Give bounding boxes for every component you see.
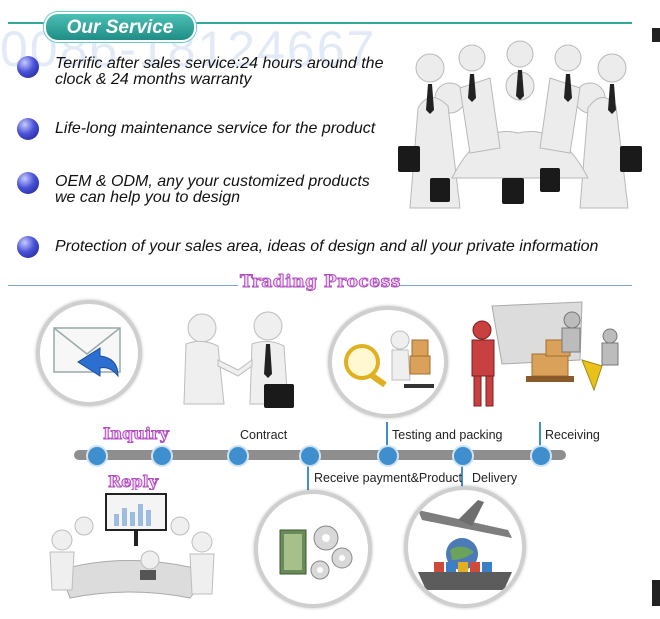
service-item-3-line1: OEM & ODM, any your customized products bbox=[55, 173, 370, 190]
step-reply-label: Reply bbox=[107, 472, 159, 492]
inquiry-circle bbox=[36, 300, 142, 406]
payment-circle bbox=[254, 490, 372, 608]
handshake-illustration bbox=[164, 304, 308, 416]
step-testing-label: Testing and packing bbox=[392, 428, 503, 442]
step-inquiry-label: Inquiry bbox=[103, 424, 170, 444]
service-item-3-line2: we can help you to design bbox=[55, 189, 241, 206]
meeting-illustration bbox=[40, 490, 220, 612]
money-gears-icon bbox=[279, 525, 353, 580]
timeline-dot-payment bbox=[299, 445, 321, 467]
delivery-circle bbox=[404, 486, 526, 608]
trading-divider-left bbox=[8, 285, 238, 286]
service-item-4: Protection of your sales area, ideas of … bbox=[55, 238, 599, 255]
step-delivery-label: Delivery bbox=[472, 471, 518, 485]
bullet-icon bbox=[17, 118, 39, 140]
trading-divider-right bbox=[396, 285, 632, 286]
timeline-dot-testing bbox=[377, 445, 399, 467]
payment-connector bbox=[307, 460, 309, 490]
service-item-1: Terrific after sales service:24 hours ar… bbox=[55, 56, 383, 88]
teamwork-illustration bbox=[398, 40, 642, 209]
our-service-tab: Our Service bbox=[44, 12, 196, 42]
testing-connector bbox=[386, 422, 388, 446]
timeline-dot-receiving bbox=[530, 445, 552, 467]
edge-mark bbox=[652, 580, 660, 606]
bullet-icon bbox=[17, 56, 39, 78]
magnifier-testing-icon bbox=[344, 330, 434, 388]
service-item-1-line2: clock & 24 months warranty bbox=[55, 71, 252, 88]
bullet-icon bbox=[17, 236, 39, 258]
testing-circle bbox=[328, 306, 448, 418]
trading-process-title: Trading Process bbox=[240, 272, 401, 293]
section-title: Our Service bbox=[66, 17, 174, 38]
email-icon bbox=[53, 327, 121, 378]
header-divider bbox=[8, 22, 632, 24]
step-receiving-label: Receiving bbox=[545, 428, 600, 442]
step-payment-label: Receive payment&Product bbox=[314, 471, 462, 485]
bullet-icon bbox=[17, 172, 39, 194]
delivery-connector bbox=[461, 460, 463, 490]
service-item-1-line1: Terrific after sales service:24 hours ar… bbox=[55, 55, 384, 72]
timeline-dot-delivery bbox=[452, 445, 474, 467]
receiving-illustration bbox=[462, 300, 630, 418]
timeline-dot-inquiry bbox=[86, 445, 108, 467]
timeline-dot-reply bbox=[151, 445, 173, 467]
logistics-icon bbox=[418, 500, 512, 590]
step-contract-label: Contract bbox=[240, 428, 288, 442]
service-item-3: OEM & ODM, any your customized products … bbox=[55, 174, 370, 206]
receiving-connector bbox=[539, 422, 541, 446]
timeline-dot-contract bbox=[227, 445, 249, 467]
service-item-2: Life-long maintenance service for the pr… bbox=[55, 120, 376, 137]
edge-mark bbox=[652, 28, 660, 42]
